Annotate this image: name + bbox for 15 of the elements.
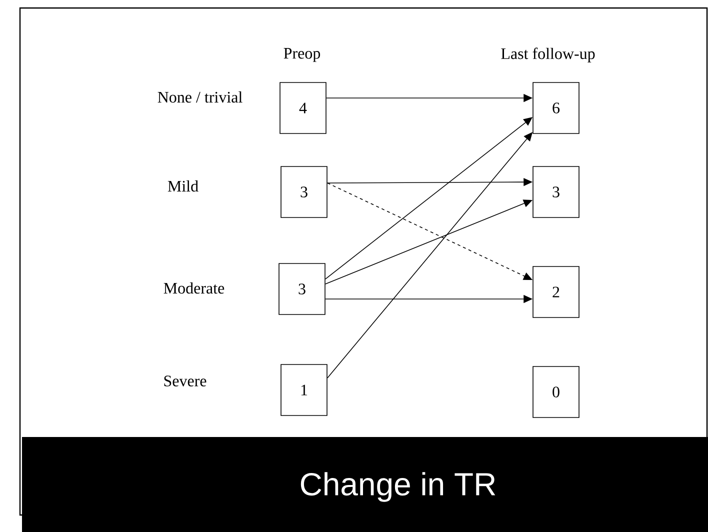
- count-box: 4: [280, 82, 326, 134]
- count-box: 6: [532, 82, 580, 134]
- count-box: 3: [280, 166, 328, 218]
- count-box: 3: [532, 166, 580, 218]
- count-box: 3: [278, 263, 326, 315]
- count-box: 1: [280, 364, 328, 416]
- count-box: 2: [532, 266, 580, 318]
- row-label: Moderate: [164, 282, 224, 294]
- column-header: Preop: [284, 48, 320, 62]
- column-header: Last follow-up: [501, 48, 595, 62]
- title-banner: Change in TR: [22, 437, 708, 532]
- count-box: 0: [532, 366, 580, 418]
- row-label: Mild: [168, 180, 198, 192]
- row-label: Severe: [164, 376, 206, 386]
- row-label: None / trivial: [158, 91, 242, 103]
